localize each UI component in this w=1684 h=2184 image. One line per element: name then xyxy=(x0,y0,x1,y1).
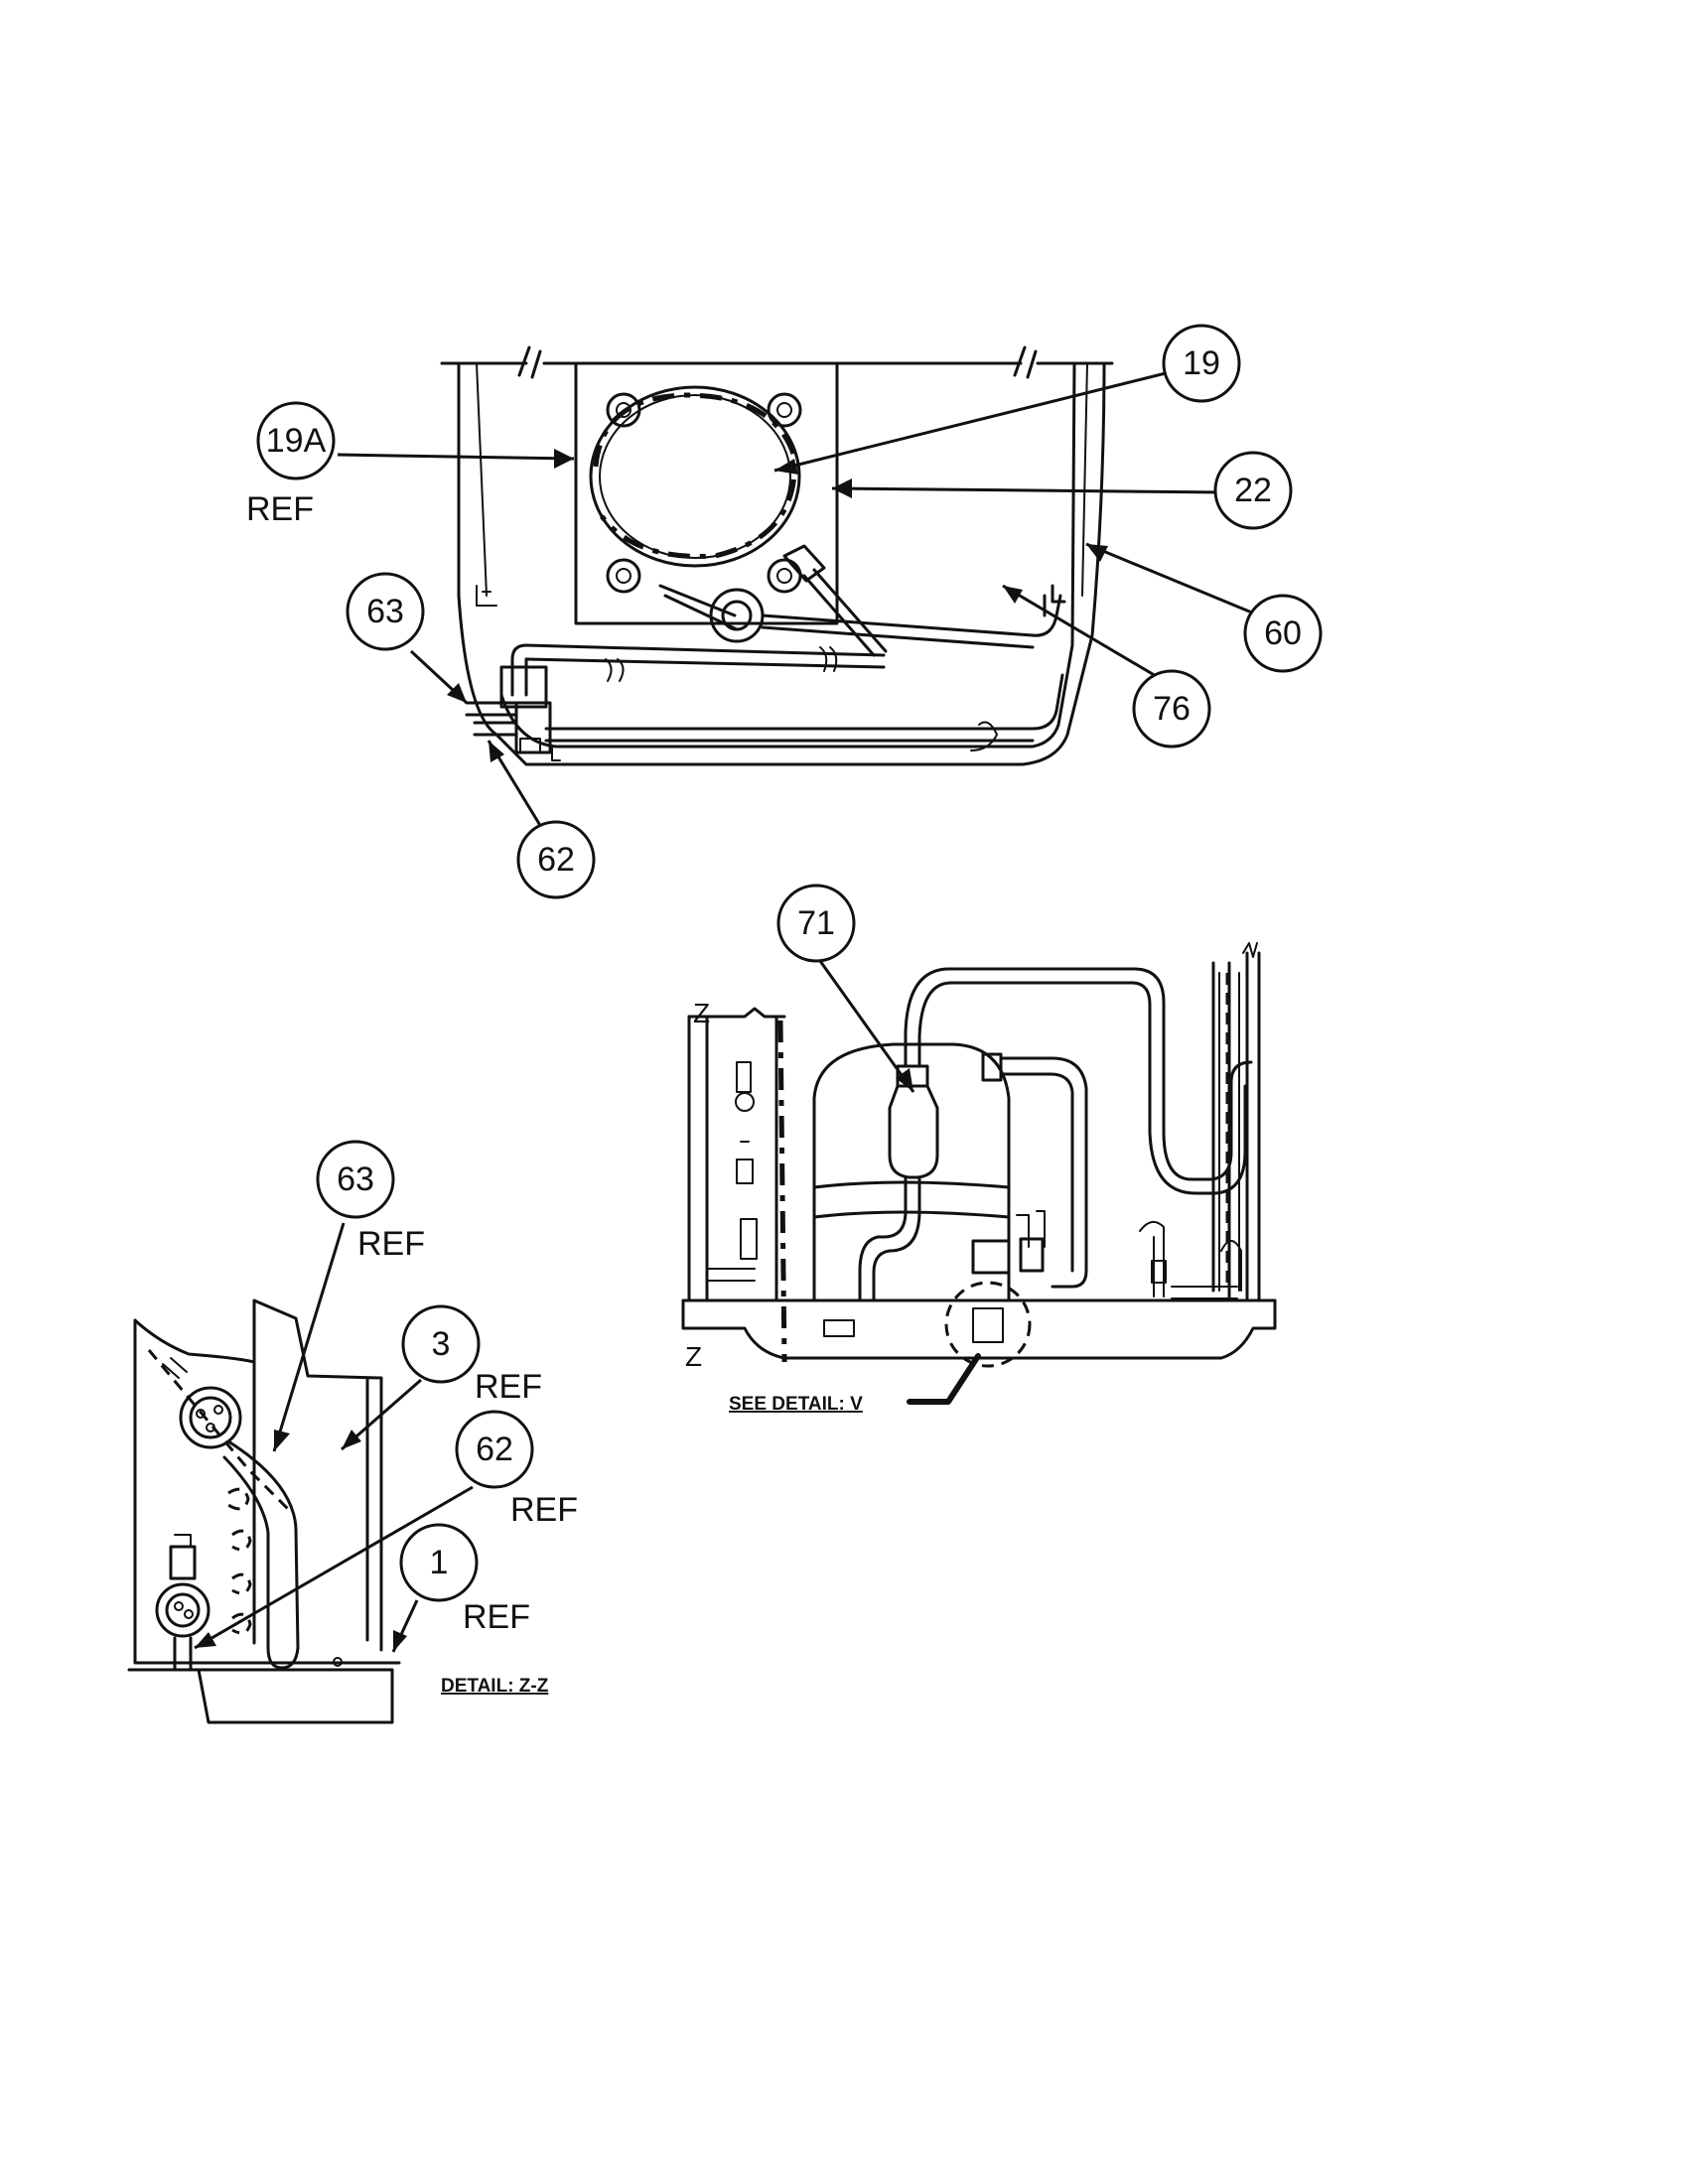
callout-1-label: 1 xyxy=(430,1544,449,1581)
callout-leaders xyxy=(194,367,1260,1653)
callout-63-top: 63 xyxy=(346,572,425,651)
callout-71-label: 71 xyxy=(797,904,835,942)
callout-19a-label: 19A xyxy=(266,422,327,460)
see-detail-v-label: SEE DETAIL: V xyxy=(729,1394,863,1415)
callout-63-top-label: 63 xyxy=(366,593,404,630)
section-z-bottom-label: Z xyxy=(685,1341,702,1372)
callout-71: 71 xyxy=(776,884,856,963)
callout-1-ref: REF xyxy=(463,1598,530,1636)
detail-zz-title: DETAIL: Z-Z xyxy=(441,1676,549,1697)
callout-19-label: 19 xyxy=(1183,344,1220,382)
callout-62-top: 62 xyxy=(516,820,596,899)
callout-22-label: 22 xyxy=(1234,472,1272,509)
callout-19a: 19A REF xyxy=(246,401,336,528)
callout-63-detail: 63 REF xyxy=(316,1140,425,1263)
callout-76-label: 76 xyxy=(1153,690,1191,728)
callout-19a-ref: REF xyxy=(246,490,314,528)
callout-3: 3 REF xyxy=(401,1304,542,1406)
callout-3-ref: REF xyxy=(475,1368,542,1406)
front-view-drawing xyxy=(681,942,1277,1405)
callout-62-detail-ref: REF xyxy=(510,1491,578,1529)
callout-62-detail-label: 62 xyxy=(476,1431,513,1468)
callout-62-top-label: 62 xyxy=(537,841,575,879)
callout-60-label: 60 xyxy=(1264,614,1302,652)
callout-62-detail: 62 REF xyxy=(455,1410,578,1529)
callout-1: 1 REF xyxy=(399,1523,530,1636)
callout-76: 76 xyxy=(1132,669,1211,749)
top-view-drawing xyxy=(440,345,1114,766)
detail-zz-drawing xyxy=(127,1298,401,1724)
callout-3-label: 3 xyxy=(432,1325,451,1363)
callout-63-detail-label: 63 xyxy=(337,1160,374,1198)
callout-19: 19 xyxy=(1162,324,1241,403)
callout-60: 60 xyxy=(1243,594,1323,673)
callout-22: 22 xyxy=(1213,451,1293,530)
section-z-top-label: Z xyxy=(693,998,710,1028)
callout-63-detail-ref: REF xyxy=(357,1225,425,1263)
